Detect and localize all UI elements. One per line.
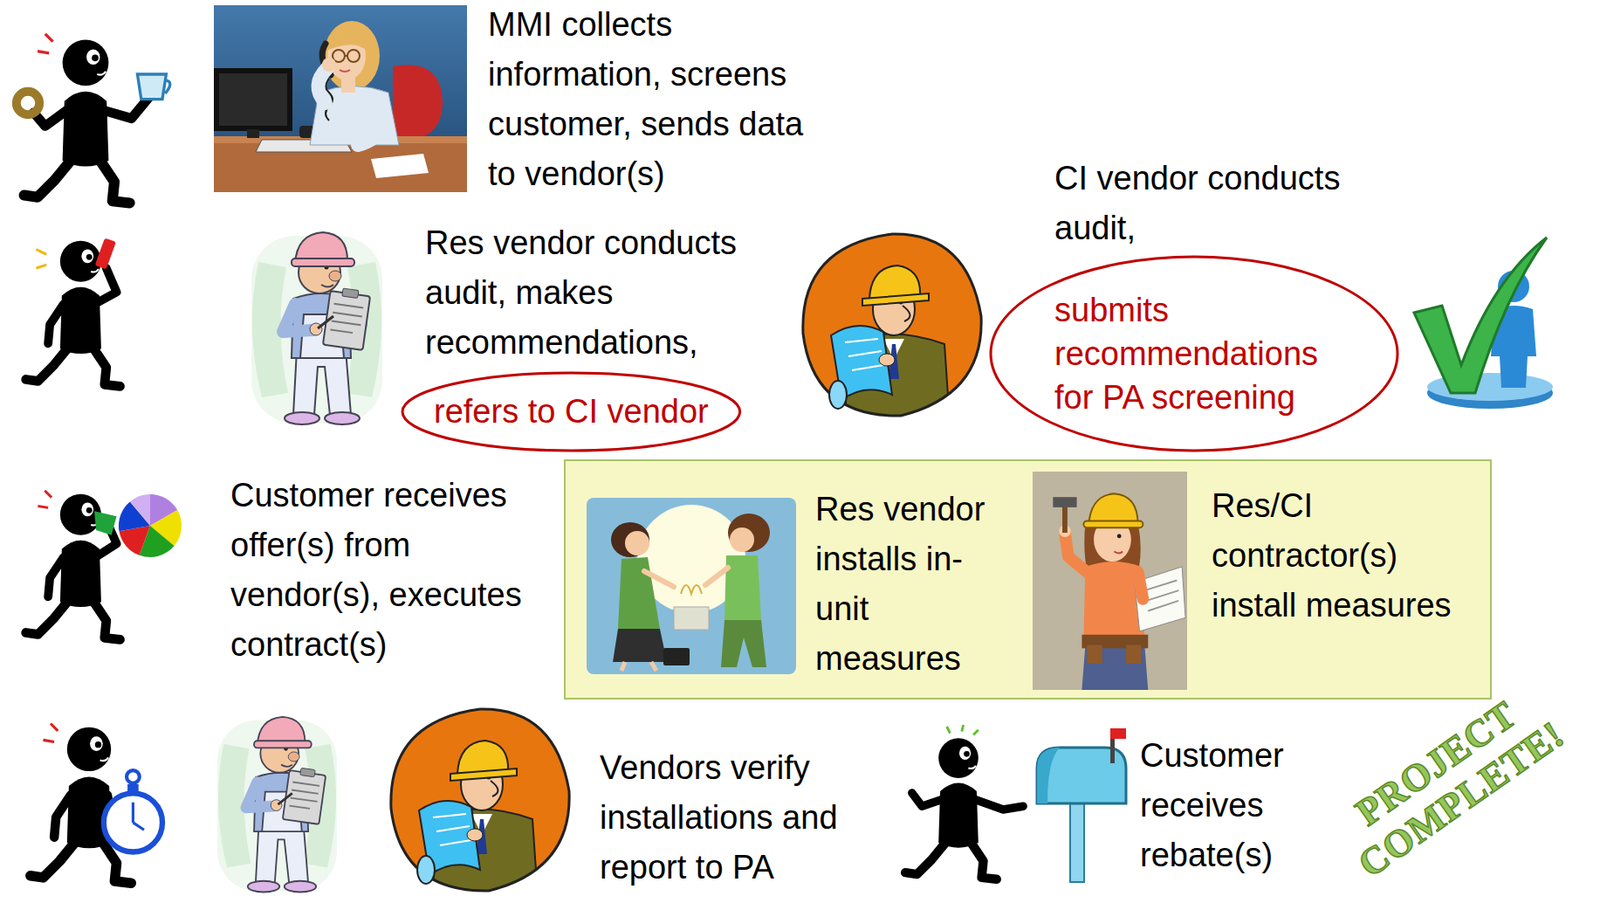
step-text: Res vendor conducts audit, makes recomme…	[425, 218, 775, 368]
callout-text-slot: submits recommendations for PA screening	[1054, 288, 1334, 419]
step-text-slot: Vendors verify installations and report …	[599, 742, 879, 893]
step-text-slot: Res vendor conducts audit, makes recomme…	[425, 218, 775, 368]
band-text: Res vendor installs in-unit measures	[815, 484, 1006, 684]
ci-vendor-picture	[391, 708, 570, 896]
ellipse-callout: submits recommendations for PA screening	[988, 254, 1400, 453]
stick-figure	[26, 490, 121, 640]
watermark-stamp-slot: PROJECT COMPLETE!	[1320, 672, 1579, 890]
step-text: Vendors verify installations and report …	[599, 742, 879, 893]
step-text: Customer receives offer(s) from vendor(s…	[230, 470, 561, 670]
step-text-slot: Customer receives offer(s) from vendor(s…	[230, 470, 561, 670]
operator-picture	[213, 5, 467, 193]
highlight-band: Res vendor installs in-unit measures Res/…	[563, 459, 1492, 700]
pie-chart	[118, 494, 182, 557]
callout-text: submits recommendations for PA screening	[1054, 288, 1334, 419]
running-figure	[905, 724, 1024, 879]
check-person-icon	[1414, 237, 1553, 409]
contractor-picture	[1032, 471, 1188, 690]
ellipse-callout: refers to CI vendor	[400, 370, 742, 453]
callout-text-slot: refers to CI vendor	[433, 386, 709, 437]
stick-figure	[30, 723, 163, 884]
step-text: CI vendor conducts audit,	[1054, 153, 1369, 254]
step-text-slot: CI vendor conducts audit,	[1054, 153, 1369, 254]
step-text-slot: MMI collects information, screens custom…	[487, 0, 838, 200]
band-text-slot: Res vendor installs in-unit measures	[815, 484, 1006, 684]
step-text: MMI collects information, screens custom…	[487, 0, 838, 200]
callout-text: refers to CI vendor	[433, 386, 709, 437]
band-text-slot: Res/CI contractor(s) install measures	[1211, 480, 1483, 631]
step-text-slot: Customer receives rebate(s)	[1139, 730, 1302, 880]
res-vendor-picture	[251, 232, 383, 425]
ellipse-shape	[990, 256, 1398, 451]
ci-vendor-picture	[803, 233, 982, 421]
mailbox	[1036, 727, 1127, 882]
res-vendor-picture	[217, 716, 337, 893]
stick-figure	[26, 237, 121, 386]
step-text: Customer receives rebate(s)	[1139, 730, 1302, 880]
band-illustrations	[563, 459, 1492, 700]
watermark-stamp: PROJECT COMPLETE!	[1320, 672, 1579, 890]
stick-figure	[16, 34, 171, 204]
ellipse-shape	[402, 372, 741, 451]
lightbulb-picture	[586, 497, 797, 674]
band-text: Res/CI contractor(s) install measures	[1211, 480, 1483, 631]
